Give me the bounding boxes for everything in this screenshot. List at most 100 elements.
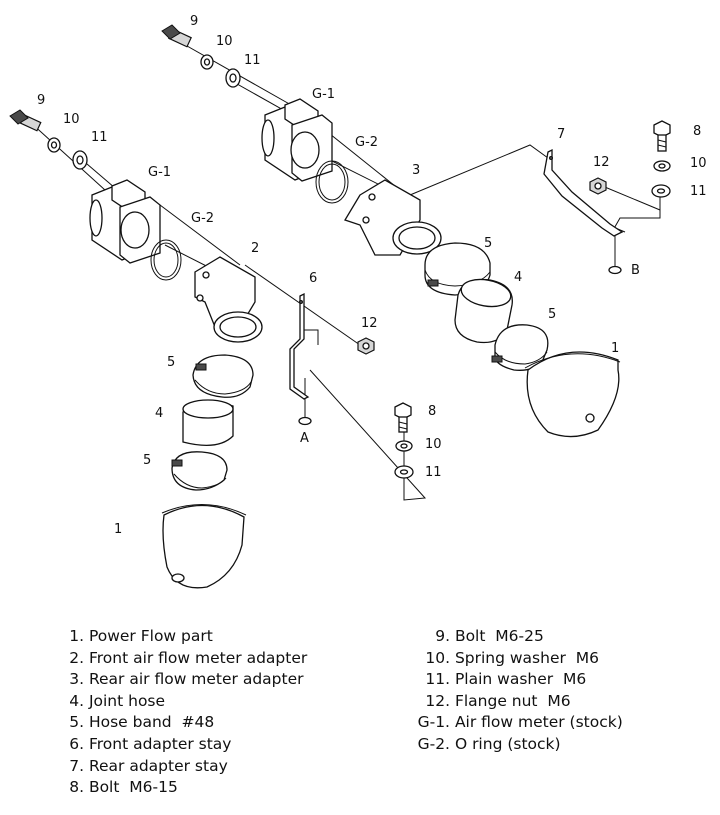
legend-row-9: 9. Bolt M6-25 xyxy=(396,626,623,648)
callout-5-left-bottom: 5 xyxy=(143,453,151,468)
callout-12-right: 12 xyxy=(593,155,610,170)
legend-row-g2: G-2. O ring (stock) xyxy=(396,734,623,756)
legend-text: O ring (stock) xyxy=(454,734,561,753)
plain-washer-11-upper xyxy=(225,68,241,88)
plain-washer-11-middle xyxy=(394,465,414,479)
legend-row-2: 2. Front air flow meter adapter xyxy=(60,648,307,670)
legend-row-5: 5. Hose band #48 xyxy=(60,712,307,734)
legend-text: Bolt M6-15 xyxy=(88,778,178,797)
legend-text: Front adapter stay xyxy=(88,734,232,753)
legend-text: Front air flow meter adapter xyxy=(88,648,308,667)
legend-number: 3. xyxy=(69,670,84,689)
callout-4-right: 4 xyxy=(514,270,522,285)
callout-1-right: 1 xyxy=(611,341,619,356)
callout-8-middle: 8 xyxy=(428,404,436,419)
legend-number: 5. xyxy=(69,713,84,732)
legend-row-8: 8. Bolt M6-15 xyxy=(60,777,307,799)
legend-number: 2. xyxy=(69,648,84,667)
legend-row-4: 4. Joint hose xyxy=(60,691,307,713)
plain-washer-11-left xyxy=(72,150,88,170)
legend-text: Spring washer M6 xyxy=(454,648,599,667)
callout-11-right: 11 xyxy=(690,184,707,199)
front-air-flow-meter-adapter xyxy=(194,256,263,343)
legend-text: Rear air flow meter adapter xyxy=(88,670,304,689)
point-a-marker xyxy=(298,416,312,426)
callout-12-left: 12 xyxy=(361,316,378,331)
bolt-8-right xyxy=(653,120,671,152)
spring-washer-10-left xyxy=(47,137,61,153)
callout-11-left: 11 xyxy=(91,130,108,145)
legend-number: G-2. xyxy=(417,734,450,753)
callout-10-middle: 10 xyxy=(425,437,442,452)
legend-row-g1: G-1. Air flow meter (stock) xyxy=(396,712,623,734)
label-point-b: B xyxy=(631,263,640,278)
callout-9-upper: 9 xyxy=(190,14,198,29)
callout-g1-left: G-1 xyxy=(148,165,171,180)
callout-8-right: 8 xyxy=(693,124,701,139)
hose-band-5-left-bottom xyxy=(171,451,228,491)
flange-nut-12-right xyxy=(589,177,607,195)
legend-row-11: 11. Plain washer M6 xyxy=(396,669,623,691)
label-point-a: A xyxy=(300,431,309,446)
parts-legend-right: 9. Bolt M6-25 10. Spring washer M6 11. P… xyxy=(396,626,623,756)
callout-2: 2 xyxy=(251,241,259,256)
plain-washer-11-right xyxy=(651,184,671,198)
legend-text: Flange nut M6 xyxy=(454,691,571,710)
callout-9-left: 9 xyxy=(37,93,45,108)
legend-row-1: 1. Power Flow part xyxy=(60,626,307,648)
callout-10-left: 10 xyxy=(63,112,80,127)
callout-5-left-top: 5 xyxy=(167,355,175,370)
legend-text: Air flow meter (stock) xyxy=(454,713,623,732)
parts-legend-left: 1. Power Flow part 2. Front air flow met… xyxy=(60,626,307,799)
callout-4-left: 4 xyxy=(155,406,163,421)
legend-row-10: 10. Spring washer M6 xyxy=(396,648,623,670)
bolt-9-upper xyxy=(161,24,192,48)
callout-g1-upper: G-1 xyxy=(312,87,335,102)
legend-row-12: 12. Flange nut M6 xyxy=(396,691,623,713)
callout-5-right-top: 5 xyxy=(484,236,492,251)
legend-text: Joint hose xyxy=(88,691,166,710)
hose-band-5-left-top xyxy=(192,354,254,398)
legend-number: 12. xyxy=(425,691,450,710)
legend-text: Plain washer M6 xyxy=(454,670,587,689)
power-flow-part-left xyxy=(161,504,247,589)
spring-washer-10-right xyxy=(653,160,671,172)
bolt-8-middle xyxy=(394,402,412,433)
callout-6: 6 xyxy=(309,271,317,286)
callout-10-right: 10 xyxy=(690,156,707,171)
legend-number: 10. xyxy=(425,648,450,667)
power-flow-part-right xyxy=(524,351,621,438)
o-ring-left xyxy=(150,239,182,281)
callout-3: 3 xyxy=(412,163,420,178)
legend-row-7: 7. Rear adapter stay xyxy=(60,756,307,778)
legend-number: 8. xyxy=(69,778,84,797)
joint-hose-4-left xyxy=(182,399,234,447)
legend-number: 11. xyxy=(425,670,450,689)
spring-washer-10-middle xyxy=(395,440,413,452)
callout-7: 7 xyxy=(557,127,565,142)
legend-text: Rear adapter stay xyxy=(88,756,228,775)
callout-5-right-bottom: 5 xyxy=(548,307,556,322)
legend-number: G-1. xyxy=(417,713,450,732)
legend-number: 7. xyxy=(69,756,84,775)
o-ring-upper xyxy=(315,160,349,204)
callout-11-middle: 11 xyxy=(425,465,442,480)
callout-10-upper: 10 xyxy=(216,34,233,49)
callout-g2-left: G-2 xyxy=(191,211,214,226)
bolt-9-left xyxy=(9,109,42,132)
legend-row-6: 6. Front adapter stay xyxy=(60,734,307,756)
callout-1-left: 1 xyxy=(114,522,122,537)
point-b-marker xyxy=(608,265,622,275)
front-adapter-stay xyxy=(289,292,310,400)
exploded-parts-diagram: 9 10 11 G-1 G-2 3 9 10 11 G-1 G-2 2 7 12… xyxy=(9,14,707,589)
legend-number: 1. xyxy=(69,627,84,645)
callout-11-upper: 11 xyxy=(244,53,261,68)
flange-nut-12-left xyxy=(357,337,375,355)
legend-number: 4. xyxy=(69,691,84,710)
rear-adapter-stay xyxy=(543,148,624,237)
air-flow-meter-left xyxy=(89,179,161,264)
spring-washer-10-upper xyxy=(200,54,214,70)
legend-number: 9. xyxy=(435,627,450,645)
callout-g2-upper: G-2 xyxy=(355,135,378,150)
air-flow-meter-upper xyxy=(261,98,333,182)
